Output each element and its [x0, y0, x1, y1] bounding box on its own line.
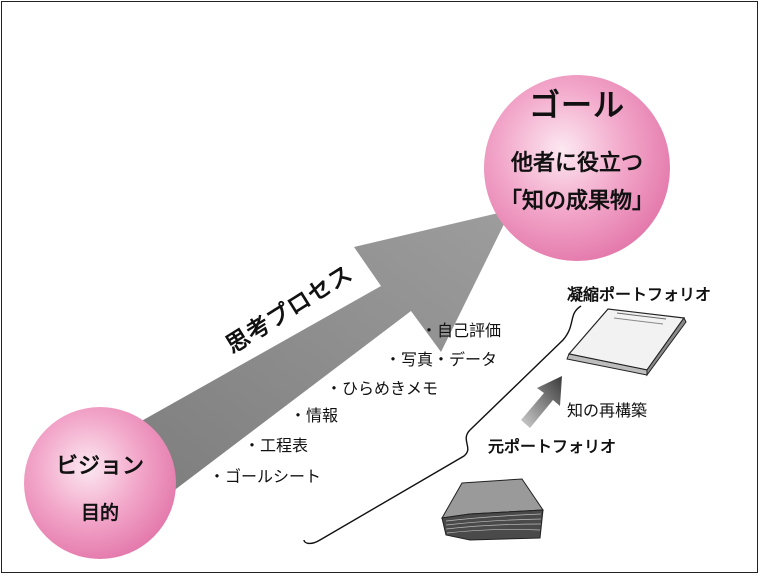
goal-title: ゴール — [529, 88, 625, 124]
process-item: ・写真・データ — [385, 350, 498, 369]
rebuild-arrow — [521, 376, 562, 428]
condensed-portfolio-icon — [566, 308, 687, 377]
process-item: ・工程表 — [244, 436, 309, 455]
condensed-portfolio-title: 凝縮ポートフォリオ — [567, 285, 712, 304]
goal-subtitle-line1: 他者に役立つ — [510, 151, 643, 176]
original-portfolio-icon — [441, 478, 544, 541]
vision-circle — [24, 407, 176, 559]
vision-subtitle: 目的 — [80, 502, 119, 524]
process-arrow — [122, 210, 511, 492]
process-item: ・情報 — [290, 406, 339, 425]
original-portfolio-title: 元ポートフォリオ — [488, 437, 617, 456]
process-item: ・ゴールシート — [209, 467, 322, 486]
goal-circle — [484, 75, 670, 261]
rebuild-label: 知の再構築 — [567, 401, 648, 420]
portfolio-brace — [303, 305, 582, 545]
process-item: ・自己評価 — [421, 321, 502, 340]
process-item: ・ひらめきメモ — [326, 379, 439, 398]
vision-title: ビジョン — [55, 454, 144, 479]
goal-subtitle-line2: 「知の成果物」 — [499, 189, 654, 214]
